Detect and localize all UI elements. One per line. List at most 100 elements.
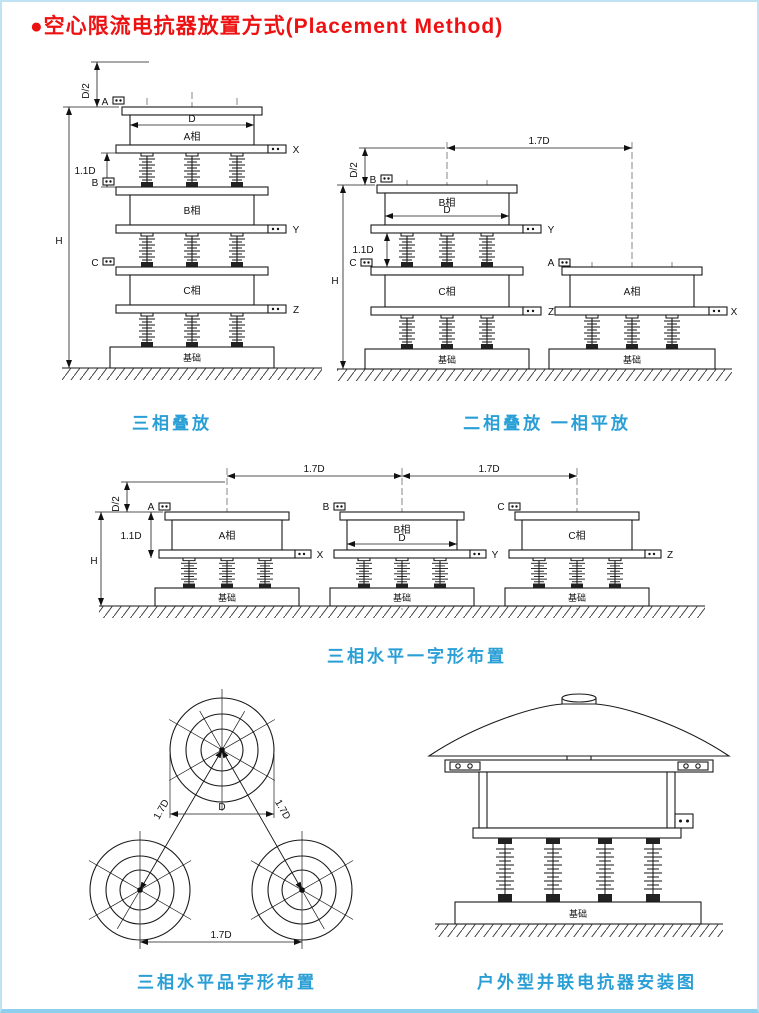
terminal-z: Z xyxy=(522,306,554,318)
insulator xyxy=(138,152,156,188)
terminal-b-label: B xyxy=(323,502,330,513)
reactor-unit-phase-a-flat: A A相 X xyxy=(548,258,738,350)
terminal-a-label: A xyxy=(148,502,155,513)
terminal-z-label: Z xyxy=(667,550,673,561)
top-plate xyxy=(115,186,269,196)
terminal-mark xyxy=(158,502,171,511)
reactor-unit-phase-c: C C相 Z 基础 xyxy=(497,502,673,607)
insulator xyxy=(663,314,681,350)
winding-body xyxy=(129,114,255,146)
terminal-x: X xyxy=(708,306,738,318)
phase-c-label: C相 xyxy=(183,284,200,297)
terminal-b-label: B xyxy=(92,178,99,189)
terminal-mark xyxy=(102,177,115,186)
terminal-mark xyxy=(360,258,373,267)
insulator xyxy=(543,837,563,903)
bottom-plate xyxy=(554,306,710,316)
insulator xyxy=(495,837,515,903)
dim-d-label: D xyxy=(188,114,195,125)
reactor-unit-phase-b: B B相 Y xyxy=(92,177,300,268)
top-plate xyxy=(164,511,290,521)
dim-1-1d: 1.1D xyxy=(352,233,390,267)
dim-d-half-label: D/2 xyxy=(111,496,122,512)
insulator xyxy=(431,557,449,589)
top-plate xyxy=(561,266,703,276)
dim-1-7d-label: 1.7D xyxy=(303,464,324,475)
insulator xyxy=(218,557,236,589)
reactor-unit-phase-b: B B相 D Y 基础 xyxy=(323,502,499,607)
foundation-label: 基础 xyxy=(438,354,456,365)
phase-c-label: C相 xyxy=(438,285,455,298)
reactor-body xyxy=(472,771,694,839)
insulator xyxy=(606,557,624,589)
phase-b-label: B相 xyxy=(439,196,456,209)
terminal-c-label: C xyxy=(349,258,356,269)
dim-1-7d-label: 1.7D xyxy=(272,798,292,822)
terminal-y-label: Y xyxy=(492,550,499,561)
insulator xyxy=(393,557,411,589)
caption-three-phase-stacked: 三相叠放 xyxy=(132,414,212,433)
bottom-plate xyxy=(115,144,269,154)
reactor-top-view-top xyxy=(168,689,276,811)
terminal-y: Y xyxy=(469,549,499,561)
insulator xyxy=(568,557,586,589)
phase-a-label: A相 xyxy=(184,130,201,143)
winding-body xyxy=(384,192,510,226)
insulator xyxy=(438,232,456,268)
dim-d-half-label: D/2 xyxy=(349,162,360,178)
terminal-mark xyxy=(558,258,571,267)
dim-d-half-label: D/2 xyxy=(81,83,92,99)
insulator xyxy=(530,557,548,589)
terminal-y: Y xyxy=(267,224,300,236)
dim-1-1d: 1.1D xyxy=(120,512,154,558)
terminal-y: Y xyxy=(522,224,555,236)
insulator xyxy=(583,314,601,350)
terminal-z-label: Z xyxy=(548,307,554,318)
top-plate xyxy=(339,511,465,521)
terminal-c-label: C xyxy=(91,258,98,269)
dim-1-7d-left: 1.7D xyxy=(227,464,402,479)
bottom-plate xyxy=(472,827,682,839)
dim-h: H xyxy=(90,511,163,606)
terminal-box xyxy=(674,813,694,829)
reactor-unit-phase-b: B B相 D Y xyxy=(370,174,555,268)
winding-body xyxy=(569,274,695,308)
terminal-mark xyxy=(508,502,521,511)
winding-body xyxy=(384,274,510,308)
foundation-label: 基础 xyxy=(183,352,201,363)
insulator xyxy=(595,837,615,903)
dim-h: H xyxy=(55,106,119,368)
terminal-z: Z xyxy=(644,549,673,561)
terminal-mark xyxy=(112,96,125,105)
ground xyxy=(62,367,322,380)
insulator xyxy=(183,312,201,348)
insulator xyxy=(256,557,274,589)
terminal-y-label: Y xyxy=(293,225,300,236)
diagram-outdoor-reactor: 基础 xyxy=(427,693,731,937)
phase-b-label: B相 xyxy=(394,523,411,536)
insulators xyxy=(495,837,663,903)
phase-a-label: A相 xyxy=(624,285,641,298)
winding-body xyxy=(129,274,255,306)
dim-1-7d-bottom: 1.7D xyxy=(139,894,303,948)
dim-d-label: D xyxy=(443,205,450,216)
insulator xyxy=(438,314,456,350)
phase-b-label: B相 xyxy=(184,204,201,217)
terminal-x: X xyxy=(267,144,300,156)
terminal-x-label: X xyxy=(731,307,738,318)
foundation-label: 基础 xyxy=(393,592,411,603)
terminal-c-label: C xyxy=(497,502,504,513)
dim-d-half: D/2 xyxy=(111,481,225,512)
phase-c-label: C相 xyxy=(568,529,585,542)
insulator xyxy=(228,152,246,188)
dim-d-label: D xyxy=(218,802,225,813)
terminal-x: X xyxy=(294,549,324,561)
dim-h-label: H xyxy=(331,276,338,287)
bottom-plate xyxy=(508,549,646,559)
dim-h-label: H xyxy=(90,556,97,567)
insulator xyxy=(398,232,416,268)
triangle-side-lines: 1.7D 1.7D xyxy=(116,710,325,930)
foundation-label: 基础 xyxy=(623,354,641,365)
bottom-plate xyxy=(158,549,296,559)
